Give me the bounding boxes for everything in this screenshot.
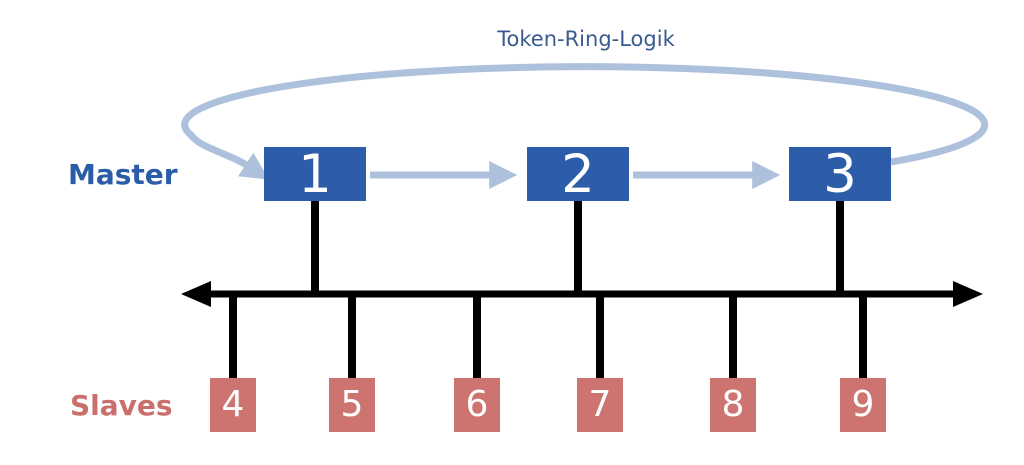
bus-arrowhead-left: [181, 281, 211, 307]
slave-node-8: 8: [710, 378, 756, 432]
slave-node-5: 5: [329, 378, 375, 432]
slave-node-9: 9: [840, 378, 886, 432]
slaves-row-label: Slaves: [70, 389, 173, 422]
master-node-2: 2: [527, 147, 629, 201]
master-node-1: 1: [264, 147, 366, 201]
slave-node-4: 4: [210, 378, 256, 432]
diagram-title: Token-Ring-Logik: [497, 27, 675, 51]
token-ring-loop-arrow: [181, 63, 989, 180]
slave-node-7: 7: [577, 378, 623, 432]
bus-arrowhead-right: [953, 281, 983, 307]
master-node-3: 3: [789, 147, 891, 201]
slave-node-6: 6: [454, 378, 500, 432]
master-row-label: Master: [68, 158, 178, 191]
